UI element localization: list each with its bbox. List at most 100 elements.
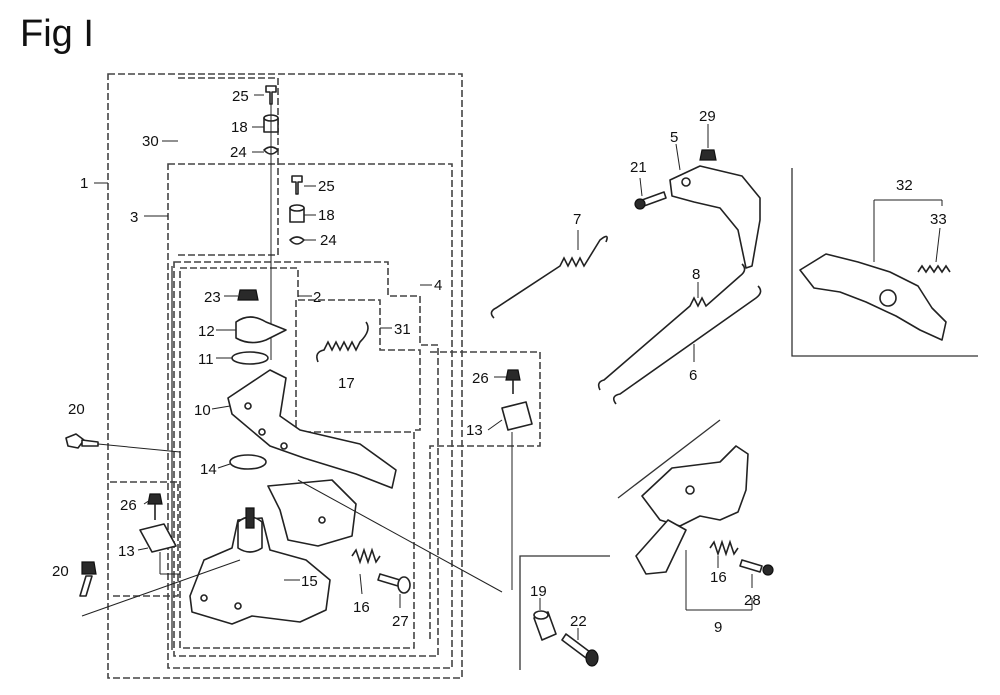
screw-21-head [634,198,646,210]
bracket-5-body [669,165,761,269]
callout-13-right: 13 [466,422,483,439]
bolt-25-middle [291,175,303,195]
callout-18-upper: 18 [231,119,248,136]
control-base-15 [189,479,357,625]
bolt-20-upper [65,433,99,449]
leader-16a [359,573,363,595]
callout-24-upper: 24 [230,144,247,161]
callout-26-right: 26 [472,370,489,387]
callout-7: 7 [573,211,581,228]
callout-17: 17 [338,375,355,392]
leader-5 [675,143,681,171]
bracket-5 [634,149,761,269]
callout-25-middle: 25 [318,178,335,195]
assembly-box-13-26 [429,351,541,640]
assembly-box-3 [167,163,453,669]
assembly-9-hole [685,485,695,495]
upper-fastener-stack [263,85,279,360]
screw-28-shank [739,559,763,573]
spring-7 [490,235,608,319]
spring-16-right [709,539,739,557]
bolt-26-left-head [147,493,163,505]
lever-10-arm [227,369,397,489]
callout-26-left: 26 [120,497,137,514]
callout-32: 32 [896,177,913,194]
bolt-27-head [397,576,411,594]
callout-16-left: 16 [353,599,370,616]
callout-31: 31 [394,321,411,338]
spring-16-coil [351,547,381,565]
callout-20-lower: 20 [52,563,69,580]
base-15-hole-3 [318,516,326,524]
assembly-box-31 [295,300,414,433]
callout-23: 23 [204,289,221,306]
callout-2: 2 [313,289,321,306]
leader-13a [137,547,149,551]
nut-29 [699,149,717,161]
callout-1: 1 [80,175,88,192]
leader-20a [97,443,181,453]
assembly-box-13-26-lower [110,481,179,597]
callout-12: 12 [198,323,215,340]
inset-frame-19 [519,555,610,670]
leader-lines [81,94,943,640]
callout-24-middle: 24 [320,232,337,249]
bolt-26-right-head [505,369,521,381]
leader-26a [143,499,151,505]
callout-20-upper: 20 [68,401,85,418]
bolt-25-upper [265,85,277,105]
collar-18-middle-top [289,204,305,212]
callout-10: 10 [194,402,211,419]
assembly-box-4 [173,261,439,657]
callout-9: 9 [714,619,722,636]
control-assembly-32 [791,168,978,357]
clamp-13-right-body [501,401,533,431]
callout-labels: 1 2 3 4 5 6 7 8 9 10 11 12 13 13 14 15 1… [52,88,947,636]
callout-3: 3 [130,209,138,226]
callout-13-left: 13 [118,543,135,560]
pivot-stack [229,289,287,470]
bolt-22-head [585,649,599,667]
callout-22: 22 [570,613,587,630]
callout-27: 27 [392,613,409,630]
clamp-13-right [501,369,533,431]
callout-8: 8 [692,266,700,283]
callout-15: 15 [301,573,318,590]
assembly-9-lever [635,519,687,575]
bracket-5-hole [681,177,691,187]
callout-18-middle: 18 [318,207,335,224]
assembly-32-pivot [879,289,897,307]
nut-23 [237,289,259,301]
callout-6: 6 [689,367,697,384]
base-15-pin [245,507,255,529]
callout-28: 28 [744,592,761,609]
bolt-20-lower-shank [79,575,93,597]
base-15-body [189,517,331,625]
clip-24-middle [289,236,305,245]
leader-33 [935,227,941,263]
bolt-27-shank [377,573,401,587]
leader-c-diag [297,479,503,593]
washer-14 [229,454,267,470]
leader-20b [81,559,241,617]
clamp-13-left-body [139,523,177,553]
callout-19: 19 [530,583,547,600]
collar-19-bolt-22 [519,555,610,670]
leader-14 [217,463,231,469]
callout-33: 33 [930,211,947,228]
lever-10-hole-3 [280,442,288,450]
callout-30: 30 [142,133,159,150]
bolt-20-upper-shank [81,439,99,447]
bolt-20-lower-head [81,561,97,575]
lever-10-hole-2 [258,428,266,436]
callout-16-right: 16 [710,569,727,586]
collar-19-end [533,610,549,620]
figure-title: Fig I [20,13,94,55]
callout-21: 21 [630,159,647,176]
spring-16-bolt-27 [351,547,411,594]
base-15-flange [267,479,357,547]
leader-13b [487,419,503,431]
callout-29: 29 [699,108,716,125]
spring-33 [917,264,951,274]
